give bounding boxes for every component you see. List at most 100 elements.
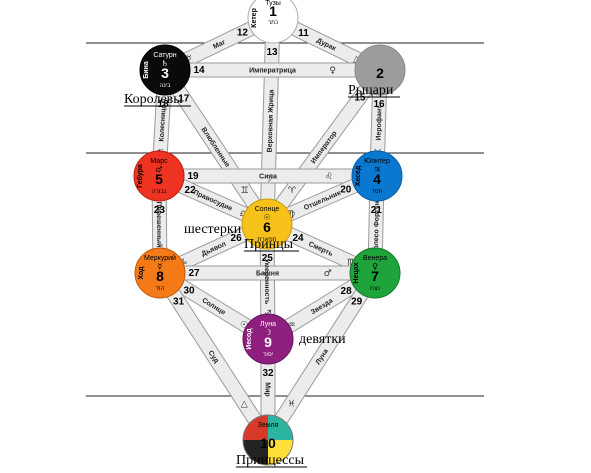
sephira-circle <box>133 150 185 202</box>
captions: Королевы Рыцари шестерки Принцы девятки … <box>124 83 400 468</box>
sephira-number: 3 <box>161 65 169 81</box>
caption-queens: Королевы <box>124 92 183 107</box>
hebrew-name: תפארת <box>257 236 276 243</box>
path-number: 18 <box>158 99 170 110</box>
sephira-title: Тузы <box>265 0 281 7</box>
path-name: Иерофант <box>376 105 384 141</box>
sephira-title: Венера <box>363 255 387 262</box>
sephira-title: Солнце <box>255 206 280 213</box>
sephira-number: 2 <box>376 65 384 81</box>
hebrew-name: כתר <box>268 19 279 26</box>
path-name: Императрица <box>249 68 296 75</box>
path-number: 22 <box>185 185 197 196</box>
hebrew-name: גבורה <box>152 188 167 195</box>
planet-glyph: ☽ <box>264 328 271 337</box>
path-symbol: ♎ <box>239 209 247 219</box>
path-number: 12 <box>237 28 249 39</box>
path-number: 26 <box>231 233 243 244</box>
path-symbol: ☽ <box>264 175 272 185</box>
planet-glyph: ♀ <box>372 262 378 271</box>
sephira-title: Меркурий <box>144 254 176 262</box>
planet-glyph: ♂ <box>155 165 162 174</box>
sephira-side-name: Гебура <box>136 164 144 188</box>
sephira-side-name: Бина <box>143 61 150 79</box>
caption-princesses: Принцессы <box>236 453 305 468</box>
sephira-number: 7 <box>371 268 379 284</box>
sephira-number: 8 <box>156 268 164 284</box>
sephira-number: 1 <box>269 3 277 19</box>
path-number: 28 <box>341 286 353 297</box>
sephira-number: 9 <box>264 334 272 350</box>
caption-knights: Рыцари <box>348 83 394 98</box>
sephira-circle <box>242 313 294 365</box>
path-name: Повешенный <box>155 202 163 248</box>
path-number: 19 <box>187 171 199 182</box>
sephira-side-name: Ход <box>138 266 145 280</box>
path-symbol: ☉ <box>240 321 248 331</box>
sephira-title: Земля <box>258 422 279 429</box>
sephira-title: Луна <box>260 321 276 328</box>
sephira-2: 2 <box>354 44 406 96</box>
path-symbol: ♊ <box>241 186 249 196</box>
caption-sixes: шестерки <box>184 222 242 237</box>
path-name: Колесо Фортуны <box>373 195 381 254</box>
path-number: 21 <box>371 205 383 216</box>
path-name: Мир <box>264 382 271 396</box>
sephira-quarter <box>243 440 268 465</box>
sephira-quarter <box>243 415 268 440</box>
hebrew-name: יסוד <box>263 351 273 358</box>
path-name: Башня <box>256 271 279 278</box>
path-number: 24 <box>292 233 304 244</box>
path-name: Маг <box>212 39 227 51</box>
sephira-number: 10 <box>260 435 276 451</box>
sephira-circle <box>349 247 401 299</box>
path-number: 14 <box>193 65 205 76</box>
sephira-circle <box>241 198 293 250</box>
planet-glyph: ☉ <box>263 213 270 222</box>
path-number: 11 <box>298 28 309 39</box>
sephira-number: 6 <box>263 219 271 235</box>
path-name: Колесница <box>158 104 167 142</box>
path-name: Верховная Жрица <box>267 89 276 152</box>
path-label-14: 14 Императрица ♀ <box>193 65 336 76</box>
planet-glyph: ♃ <box>373 165 380 174</box>
path-symbol: ♀ <box>329 66 336 76</box>
caption-princes: Принцы <box>244 237 294 252</box>
path-symbol: ☿ <box>186 55 192 65</box>
sephira-title: Марс <box>150 158 168 165</box>
path-bands <box>151 11 388 445</box>
sephira-number: 5 <box>155 171 163 187</box>
sephira-circle <box>242 414 294 466</box>
sephira-number: 4 <box>373 171 381 187</box>
path-number: 25 <box>262 253 274 264</box>
sephira-10: Земля 10 <box>242 414 294 466</box>
sephira-side-name: Кетер <box>251 8 258 28</box>
sephira-circle <box>351 150 403 202</box>
sephira-side-name: Хесед <box>355 165 362 186</box>
sephira-circle <box>354 44 406 96</box>
path-number: 16 <box>373 99 385 110</box>
path-symbol: △ <box>353 55 360 65</box>
sephira-circle <box>139 44 191 96</box>
path-symbol: △ <box>241 399 248 409</box>
path-symbol: ♏ <box>347 258 355 268</box>
sephira-title: Юпитер <box>364 158 390 165</box>
hebrew-name: בינה <box>159 82 171 89</box>
path-number: 31 <box>173 297 185 308</box>
planet-glyph: ♄ <box>161 59 168 68</box>
path-number: 32 <box>262 368 274 379</box>
planet-glyph: ☿ <box>158 262 163 271</box>
path-symbol: ♓ <box>287 399 295 409</box>
path-number: 15 <box>354 92 366 103</box>
